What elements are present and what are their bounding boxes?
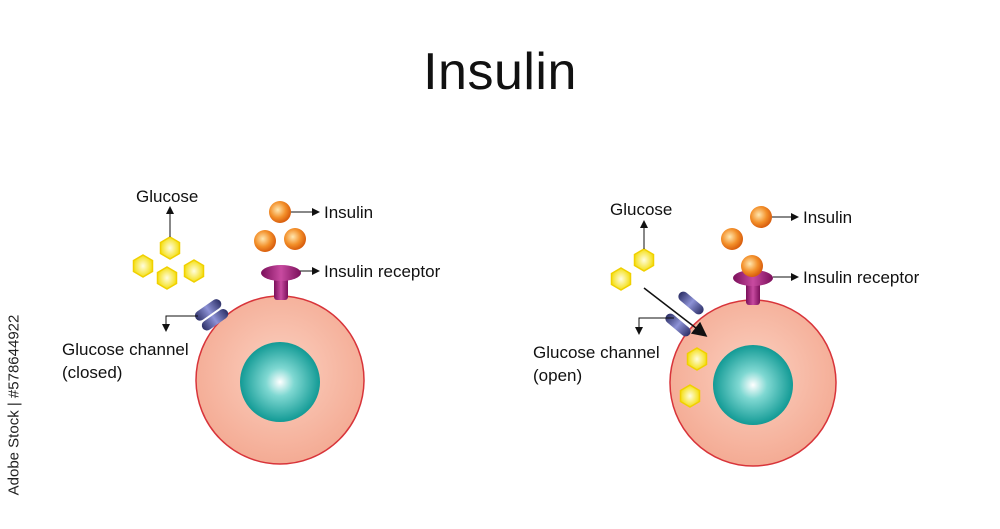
glucose-molecule — [183, 259, 205, 283]
page-title: Insulin — [423, 43, 577, 101]
glucose-molecule — [610, 267, 632, 291]
glucose-molecule — [679, 384, 701, 408]
insulin-molecule — [254, 230, 276, 252]
label-insulin-receptor-closed: Insulin receptor — [324, 262, 441, 281]
label-glucose-open: Glucose — [610, 200, 673, 219]
label-channel-state-closed: (closed) — [62, 363, 123, 382]
panel-open — [610, 206, 837, 467]
label-glucose-channel-open: Glucose channel — [533, 343, 660, 362]
label-insulin-receptor-open: Insulin receptor — [803, 268, 920, 287]
insulin-molecule — [269, 201, 291, 223]
glucose-molecule — [159, 236, 181, 260]
insulin-molecule — [750, 206, 772, 228]
panel-closed — [132, 201, 365, 465]
glucose-molecule — [686, 347, 708, 371]
insulin-molecule — [741, 255, 763, 277]
nucleus — [240, 342, 320, 422]
glucose-channel-open — [665, 291, 704, 337]
glucose-molecule — [156, 266, 178, 290]
glucose-entry-arrow — [643, 287, 708, 337]
leader-channel — [635, 317, 674, 335]
label-glucose-closed: Glucose — [136, 187, 199, 206]
stock-watermark: Adobe Stock | #578644922 — [4, 290, 24, 520]
nucleus — [713, 345, 793, 425]
insulin-receptor — [733, 270, 773, 305]
label-glucose-channel-closed: Glucose channel — [62, 340, 189, 359]
label-channel-state-open: (open) — [533, 366, 583, 385]
insulin-molecule — [721, 228, 743, 250]
glucose-molecule — [132, 254, 154, 278]
leader-channel — [162, 315, 198, 332]
glucose-channel-closed — [194, 299, 229, 331]
watermark-text: Adobe Stock | #578644922 — [5, 314, 23, 496]
label-insulin-open: Insulin — [803, 208, 853, 227]
insulin-receptor — [261, 265, 301, 300]
insulin-molecule — [284, 228, 306, 250]
glucose-molecule — [633, 248, 655, 272]
label-insulin-closed: Insulin — [324, 203, 374, 222]
